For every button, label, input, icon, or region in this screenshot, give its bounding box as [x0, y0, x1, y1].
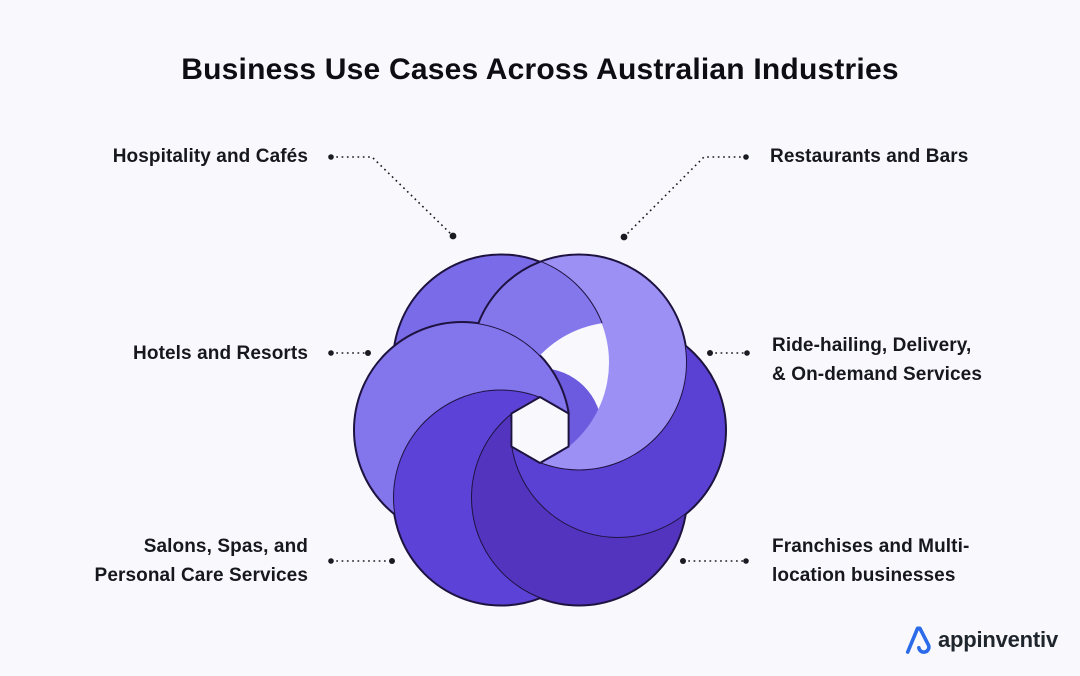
appinventiv-logo: appinventiv	[905, 625, 1058, 654]
connector-lines	[328, 154, 750, 564]
appinventiv-logo-mark-icon	[905, 626, 931, 654]
page-title: Business Use Cases Across Australian Ind…	[181, 53, 899, 86]
label-hotels-resorts: Hotels and Resorts	[133, 343, 308, 364]
label-franchises-multi-location: Franchises and Multi- location businesse…	[772, 536, 970, 586]
pinwheel-center-hole	[510, 396, 570, 464]
label-hospitality-cafes: Hospitality and Cafés	[112, 146, 308, 167]
label-salons-spas-personal-care: Salons, Spas, and Personal Care Services	[94, 536, 308, 586]
label-restaurants-bars: Restaurants and Bars	[770, 146, 969, 167]
label-ride-hailing-delivery: Ride-hailing, Delivery, & On-demand Serv…	[772, 335, 983, 385]
logo-mark-path	[905, 626, 931, 654]
appinventiv-logo-text: appinventiv	[937, 626, 1058, 652]
